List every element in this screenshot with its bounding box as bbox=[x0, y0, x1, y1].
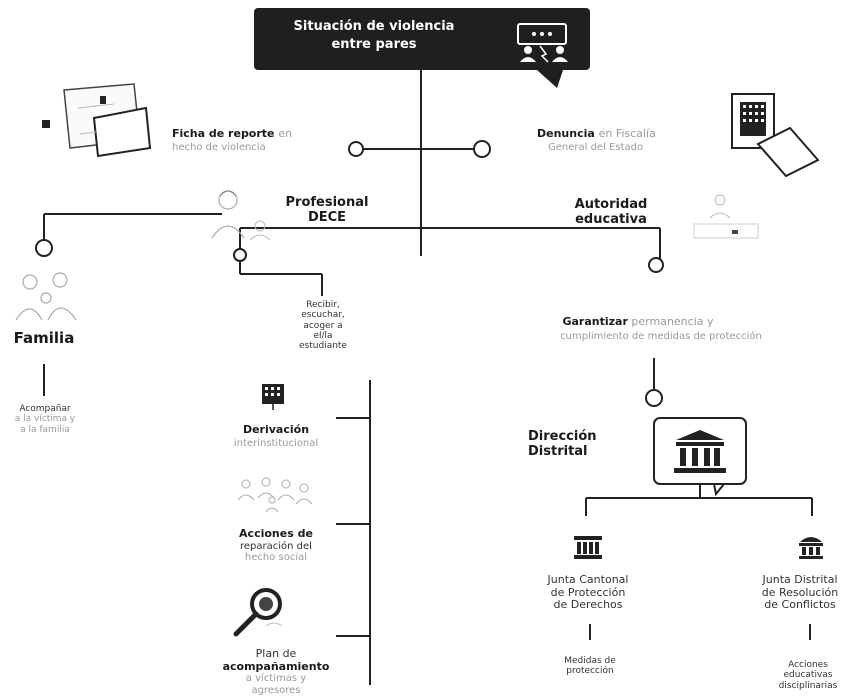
recibir-line-2: escuchar, bbox=[301, 310, 345, 321]
report-form-icon bbox=[42, 83, 152, 158]
recibir-line-3: acoger a bbox=[303, 320, 343, 331]
autoridad-label: Autoridad educativa bbox=[556, 197, 666, 228]
denuncia-rest-2: General del Estado bbox=[548, 142, 644, 153]
denuncia-label: Denuncia en Fiscalía bbox=[537, 127, 727, 141]
diagram-title: Situación de violencia entre pares bbox=[264, 18, 484, 53]
direccion-line-1: Dirección bbox=[528, 429, 597, 444]
acciones-rep-line-1: Acciones de bbox=[239, 527, 313, 540]
ficha-rest-2: hecho de violencia bbox=[172, 142, 266, 153]
acciones-rep-label: Acciones de reparación del hecho social bbox=[216, 527, 336, 564]
junta-cantonal-sub: Medidas de protección bbox=[540, 656, 640, 677]
title-box bbox=[254, 8, 590, 70]
junta-distrital-line-2: de Resolución bbox=[761, 585, 839, 599]
junta-distrital-line-3: de Conflictos bbox=[764, 598, 836, 612]
chat-people-icon bbox=[517, 23, 568, 63]
magnifier-icon bbox=[233, 588, 283, 637]
direccion-line-2: Distrital bbox=[528, 443, 588, 459]
title-line-2: entre pares bbox=[331, 36, 417, 52]
authority-people-icon bbox=[693, 194, 759, 239]
ficha-bold: Ficha de reporte bbox=[172, 127, 275, 140]
node-ficha bbox=[348, 141, 364, 157]
plan-line-3: a víctimas y bbox=[245, 673, 307, 685]
junta-cantonal-line-1: Junta Cantonal bbox=[547, 573, 629, 586]
derivacion-sub: interinstitucional bbox=[233, 438, 319, 449]
garantizar-label: Garantizar permanencia y bbox=[508, 315, 768, 329]
profesional-label: Profesional DECE bbox=[272, 195, 382, 226]
junta-distrital-line-1: Junta Distrital bbox=[762, 573, 838, 586]
junta-distrital-sub-2: educativas bbox=[783, 670, 833, 681]
familia-label: Familia bbox=[13, 329, 75, 347]
recibir-line-4: el/la bbox=[313, 331, 333, 342]
recibir-label: Recibir, escuchar, acoger a el/la estudi… bbox=[284, 300, 362, 352]
junta-cantonal-sub-2: protección bbox=[566, 666, 614, 677]
building-doc-icon bbox=[262, 384, 284, 410]
node-denuncia bbox=[473, 140, 491, 158]
node-autoridad bbox=[648, 257, 664, 273]
plan-line-2: acompañamiento bbox=[222, 659, 330, 673]
recibir-line-5: estudiante bbox=[299, 341, 347, 352]
junta-distrital-sub: Acciones educativas disciplinarias bbox=[758, 660, 858, 691]
family-icon bbox=[15, 272, 77, 321]
junta-cantonal-line-3: de Derechos bbox=[553, 598, 623, 612]
junta-distrital-label: Junta Distrital de Resolución de Conflic… bbox=[740, 573, 860, 612]
counselor-icon bbox=[211, 190, 271, 241]
direccion-label: Dirección Distrital bbox=[528, 429, 638, 460]
profesional-line-1: Profesional bbox=[285, 195, 369, 210]
junta-cantonal-line-2: de Protección bbox=[550, 585, 626, 599]
denuncia-rest-1: en Fiscalía bbox=[598, 127, 656, 140]
government-building-icon bbox=[653, 417, 747, 496]
autoridad-line-1: Autoridad bbox=[574, 197, 648, 212]
junta-cantonal-label: Junta Cantonal de Protección de Derechos bbox=[524, 573, 652, 612]
people-group-icon bbox=[237, 477, 313, 513]
plan-line-4: agresores bbox=[251, 684, 301, 696]
familia-sub-3: a la familia bbox=[20, 424, 70, 435]
document-building-icon bbox=[731, 93, 820, 178]
garantizar-rest-2: cumplimiento de medidas de protección bbox=[560, 331, 762, 342]
acciones-rep-line-2: reparación del bbox=[240, 540, 312, 552]
familia-sub: Acompañar a la víctima y a la familia bbox=[0, 404, 90, 435]
node-direccion bbox=[645, 389, 663, 407]
familia-sub-2: a la víctima y bbox=[14, 414, 76, 425]
node-profesional bbox=[233, 248, 247, 262]
denuncia-bold: Denuncia bbox=[537, 127, 595, 140]
derivacion-label: Derivación bbox=[242, 423, 310, 436]
institution-dome-icon bbox=[799, 537, 823, 559]
junta-distrital-sub-1: Acciones bbox=[788, 660, 828, 670]
junta-distrital-sub-3: disciplinarias bbox=[778, 680, 838, 691]
garantizar-rest-1: permanencia y bbox=[631, 315, 714, 328]
acciones-rep-line-3: hecho social bbox=[244, 552, 308, 564]
bubble-tail bbox=[537, 70, 563, 88]
plan-line-1: Plan de bbox=[255, 647, 297, 660]
recibir-line-1: Recibir, bbox=[306, 300, 340, 310]
institution-small-icon bbox=[574, 536, 602, 559]
garantizar-bold: Garantizar bbox=[562, 315, 628, 328]
profesional-line-2: DECE bbox=[307, 209, 347, 225]
title-line-1: Situación de violencia bbox=[293, 19, 455, 34]
node-familia bbox=[35, 239, 53, 257]
familia-sub-1: Acompañar bbox=[19, 404, 71, 414]
ficha-label: Ficha de reporte en bbox=[172, 127, 352, 141]
ficha-rest-1: en bbox=[278, 127, 293, 140]
autoridad-line-2: educativa bbox=[575, 211, 647, 227]
junta-cantonal-sub-1: Medidas de bbox=[564, 656, 616, 666]
plan-label: Plan de acompañamiento a víctimas y agre… bbox=[206, 647, 346, 696]
